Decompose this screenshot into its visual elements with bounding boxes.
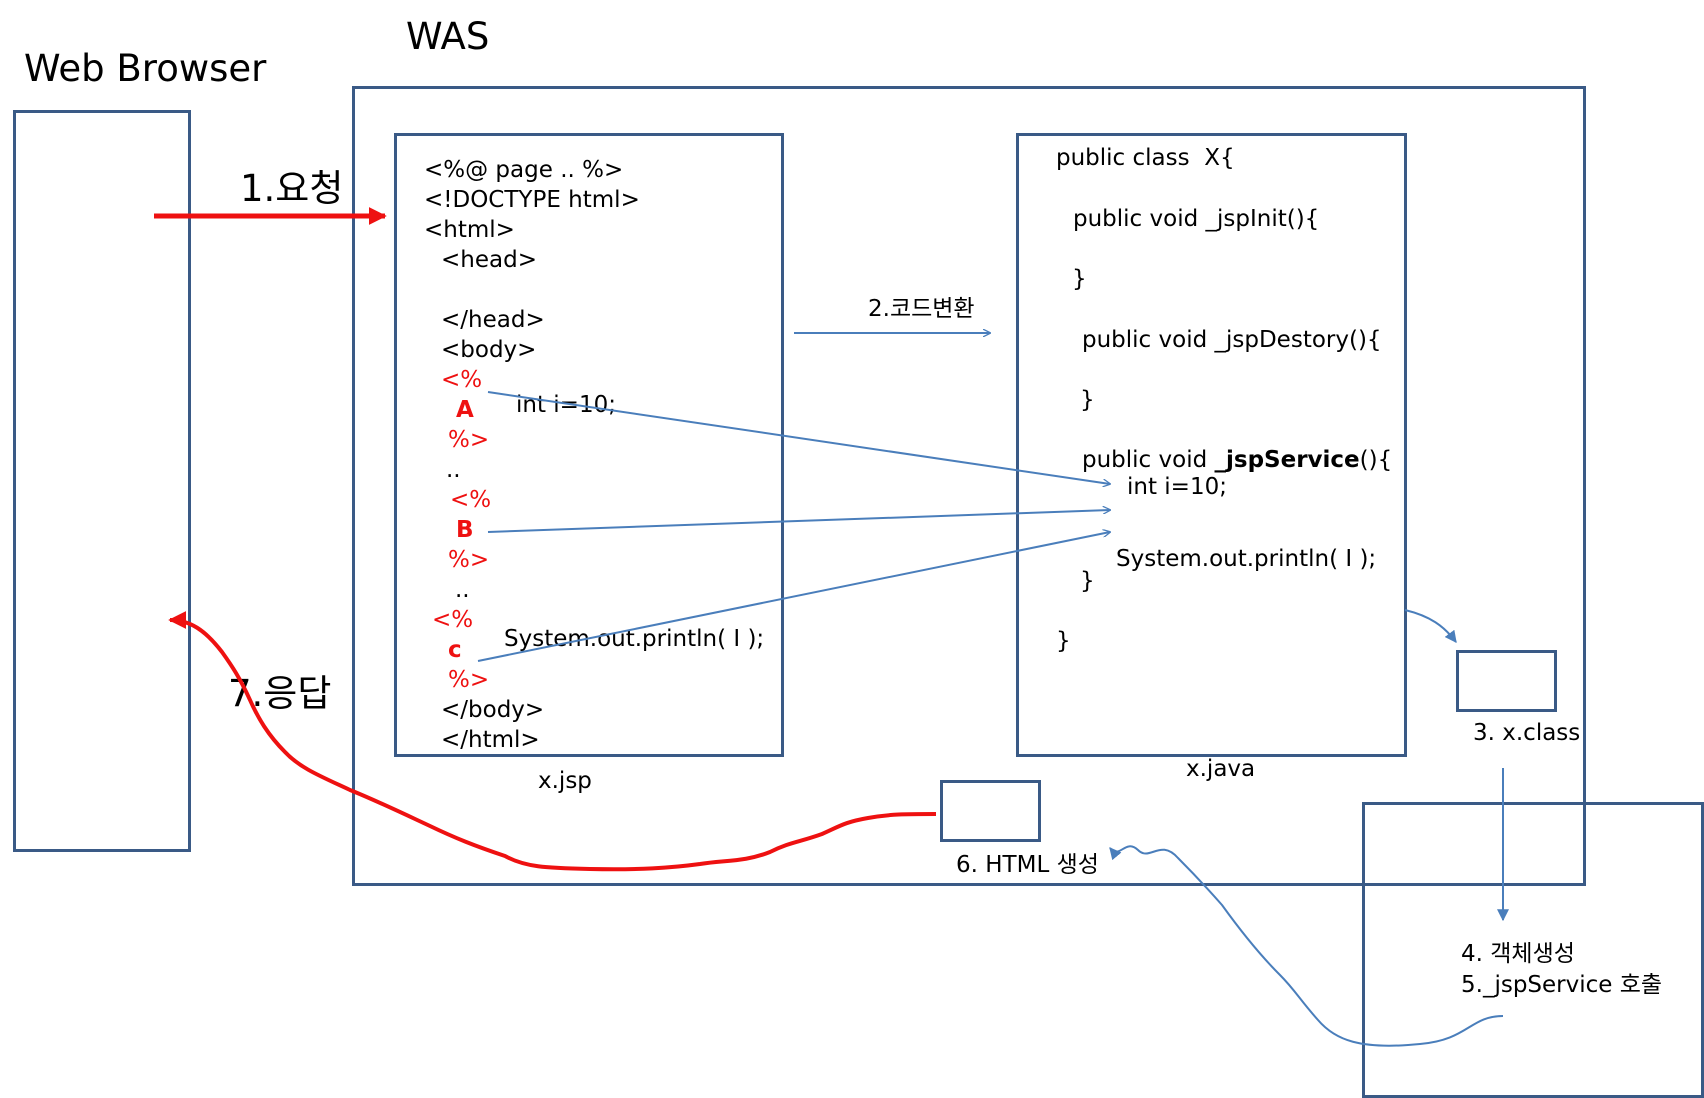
java-service-suffix: (){: [1359, 447, 1393, 473]
scriptlet-b-arrow: [487, 510, 1110, 533]
java-service-name: _jspService: [1214, 447, 1360, 473]
jsp-body-close-line: </body>: [441, 697, 545, 723]
scriptlet-a-close: %>: [448, 427, 490, 453]
java-stmt-int: int i=10;: [1127, 474, 1227, 500]
scriptlet-c-close: %>: [448, 667, 490, 693]
jsp-html-open-line: <html>: [424, 217, 515, 243]
java-file-label: x.java: [1186, 756, 1256, 782]
step-convert-label: 2.코드변환: [868, 296, 975, 322]
java-class-decl: public class X{: [1056, 145, 1235, 171]
jsp-head-close-line: </head>: [441, 307, 545, 333]
step-instantiate-label: 4. 객체생성: [1461, 941, 1575, 967]
scriptlet-c-label: c: [448, 637, 462, 663]
scriptlet-b-close: %>: [448, 547, 490, 573]
scriptlet-a-arrow: [487, 391, 1110, 484]
step-html-gen-label: 6. HTML 생성: [956, 852, 1099, 878]
jsp-directive-line: <%@ page .. %>: [424, 157, 624, 183]
jsp-dots-1: ..: [446, 457, 461, 483]
compile-arrow: [1404, 609, 1457, 643]
scriptlet-a-label: A: [456, 397, 474, 423]
java-service-prefix: public void: [1082, 447, 1215, 473]
was-box: [352, 86, 1586, 886]
jsp-doctype-line: <!DOCTYPE html>: [424, 187, 640, 213]
java-destroy-decl: public void _jspDestory(){: [1082, 327, 1382, 353]
java-init-close: }: [1072, 266, 1087, 292]
scriptlet-a-open: <%: [441, 367, 483, 393]
web-browser-box: [13, 110, 191, 852]
jsp-file-box: [394, 133, 784, 757]
scriptlet-c-open: <%: [432, 607, 474, 633]
java-class-close: }: [1056, 628, 1071, 654]
scriptlet-b-open: <%: [450, 487, 492, 513]
java-stmt-print: System.out.println( I );: [1116, 546, 1377, 572]
scriptlet-b-label: B: [456, 517, 474, 543]
java-service-close: }: [1080, 568, 1095, 594]
html-output-box: [940, 780, 1041, 842]
step-invoke-label: 5._jspService 호출: [1461, 972, 1663, 998]
object-box: [1362, 802, 1704, 1098]
response-arrow: [168, 611, 937, 872]
jsp-dots-2: ..: [455, 577, 470, 603]
invoke-to-html-arrow: [1109, 845, 1504, 1047]
step-request-label: 1.요청: [240, 167, 344, 210]
java-init-decl: public void _jspInit(){: [1073, 206, 1320, 232]
java-destroy-close: }: [1080, 387, 1095, 413]
java-file-box: [1016, 133, 1407, 757]
jsp-html-close-line: </html>: [441, 727, 540, 753]
web-browser-title: Web Browser: [24, 47, 267, 90]
step-compile-label: 3. x.class: [1473, 720, 1581, 746]
was-title: WAS: [406, 15, 490, 58]
java-service-decl: public void _jspService(){: [1082, 449, 1392, 472]
jsp-head-open-line: <head>: [441, 247, 537, 273]
jsp-body-open-line: <body>: [441, 337, 537, 363]
jsp-file-label: x.jsp: [538, 768, 592, 794]
class-file-box: [1456, 650, 1557, 712]
scriptlet-c-arrow: [477, 532, 1110, 662]
